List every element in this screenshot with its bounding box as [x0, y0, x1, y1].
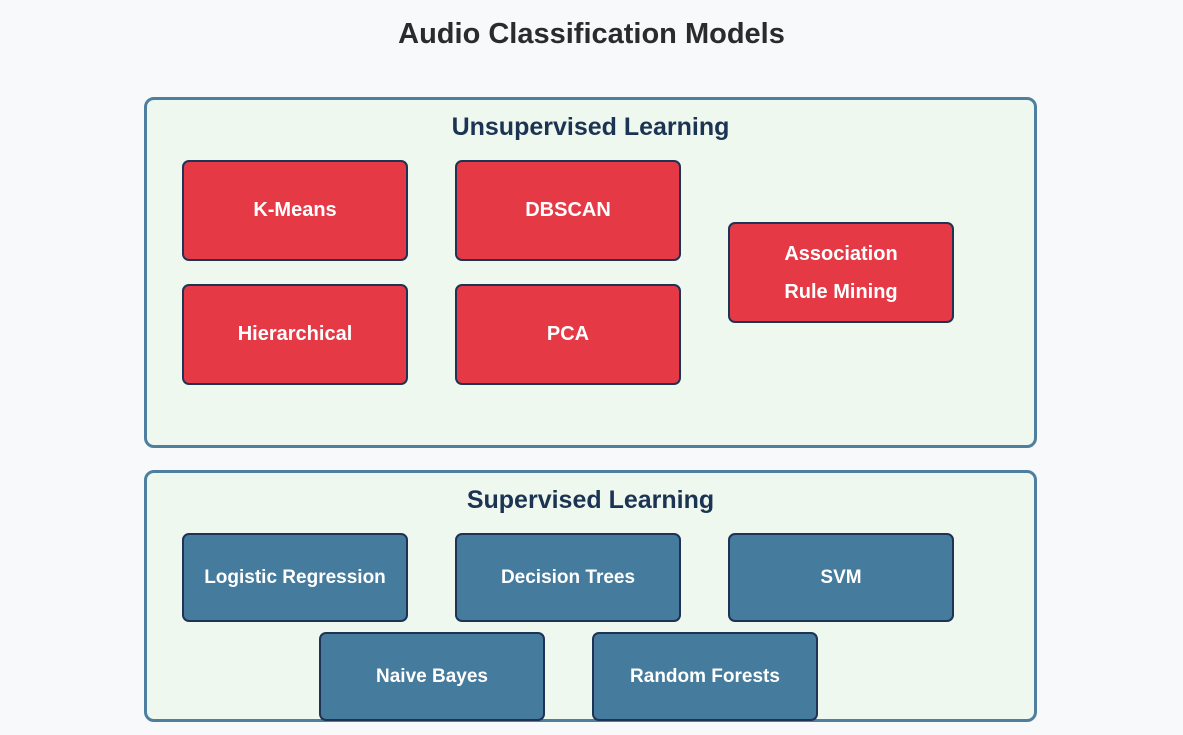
- model-box-random-forests[interactable]: Random Forests: [592, 632, 818, 721]
- model-box-logistic-regression[interactable]: Logistic Regression: [182, 533, 408, 622]
- supervised-learning-title: Supervised Learning: [466, 486, 715, 514]
- model-box-svm[interactable]: SVM: [728, 533, 954, 622]
- supervised-learning-panel: Supervised Learning Logistic Regression …: [144, 470, 1037, 722]
- unsupervised-learning-panel: Unsupervised Learning K-Means DBSCAN Hie…: [144, 97, 1037, 448]
- diagram-title: Audio Classification Models: [398, 18, 785, 50]
- association-rule-mining-line-1: Association: [784, 242, 898, 265]
- model-box-naive-bayes[interactable]: Naive Bayes: [319, 632, 545, 721]
- model-box-association-rule-mining[interactable]: Association Rule Mining: [728, 222, 954, 323]
- model-box-hierarchical[interactable]: Hierarchical: [182, 284, 408, 385]
- model-box-pca[interactable]: PCA: [455, 284, 681, 385]
- association-rule-mining-line-2: Rule Mining: [784, 280, 898, 303]
- model-box-dbscan[interactable]: DBSCAN: [455, 160, 681, 261]
- model-box-k-means[interactable]: K-Means: [182, 160, 408, 261]
- model-box-decision-trees[interactable]: Decision Trees: [455, 533, 681, 622]
- unsupervised-learning-title: Unsupervised Learning: [451, 113, 730, 141]
